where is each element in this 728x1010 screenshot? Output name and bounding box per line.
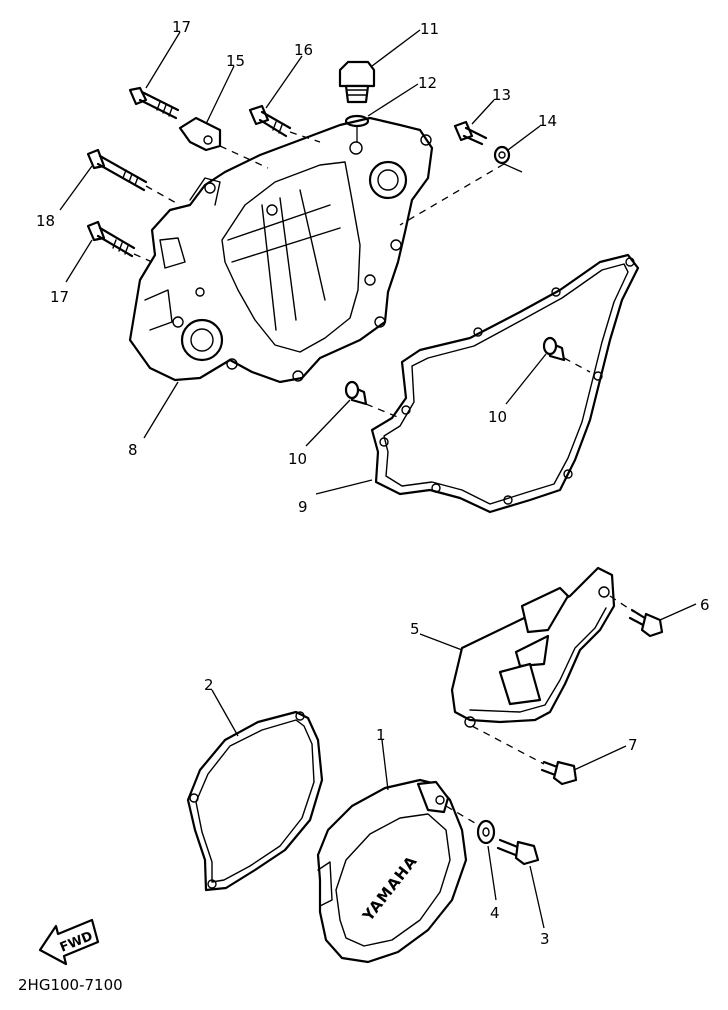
cover-gasket-part-9 [370, 253, 640, 514]
callout-leader [573, 745, 627, 771]
label-part-18: 18 [36, 212, 55, 230]
callout-leader [419, 633, 463, 651]
label-part-5: 5 [410, 620, 420, 638]
callout-leader [471, 99, 495, 125]
label-part-1: 1 [376, 726, 386, 744]
bolt-part-16 [248, 104, 292, 138]
bolt-part-7 [540, 760, 578, 786]
callout-leader [265, 55, 303, 109]
assembly-line [365, 403, 401, 419]
callout-leader [65, 239, 93, 283]
forward-arrow-icon: FWD [38, 918, 100, 966]
label-part-13: 13 [492, 86, 511, 104]
label-part-17-top: 17 [172, 18, 191, 36]
bolt-top-part-17 [128, 86, 180, 120]
callout-leader [143, 381, 179, 439]
bolt-lower-part-17 [86, 220, 136, 258]
label-part-10-upper: 10 [488, 408, 507, 426]
label-part-2: 2 [204, 676, 214, 694]
generator-cover-part-1: YAMAHA [316, 778, 468, 964]
diagram-code: 2HG100-7100 [18, 976, 123, 994]
assembly-line [145, 185, 179, 205]
dowel-pin-upper-part-10 [542, 336, 566, 362]
callout-leader [371, 29, 421, 67]
assembly-line [289, 131, 321, 143]
crankcase-cover-part-8 [128, 116, 434, 384]
dowel-pin-lower-part-10 [344, 380, 368, 406]
label-part-7: 7 [628, 736, 638, 754]
label-part-17-lower: 17 [50, 288, 69, 306]
sprocket-cover-part-5 [450, 566, 616, 728]
callout-leader [659, 603, 697, 621]
generator-cover-gasket-part-2 [186, 710, 324, 892]
label-part-9: 9 [298, 498, 308, 516]
label-part-14: 14 [538, 112, 557, 130]
callout-leader [315, 479, 373, 495]
callout-leader [487, 845, 497, 901]
assembly-line [133, 253, 153, 263]
callout-leader [211, 689, 239, 737]
label-part-12: 12 [418, 74, 437, 92]
bolt-part-18 [86, 148, 148, 192]
label-part-11: 11 [420, 20, 439, 38]
bolt-part-3 [496, 838, 540, 866]
assembly-line [445, 805, 481, 827]
label-part-10-lower: 10 [288, 450, 307, 468]
label-part-8: 8 [128, 441, 138, 459]
label-part-16: 16 [294, 41, 313, 59]
washer-part-4 [476, 819, 496, 845]
callout-leader [381, 739, 389, 791]
assembly-line [471, 725, 545, 765]
label-part-4: 4 [490, 904, 500, 922]
callout-leader [529, 865, 545, 929]
bolt-part-13 [453, 120, 488, 146]
label-part-3: 3 [540, 930, 550, 948]
callout-leader [59, 165, 93, 211]
label-part-6: 6 [700, 596, 710, 614]
hose-clamp-part-15 [178, 116, 222, 152]
oil-filler-plug-part-11 [338, 60, 376, 104]
washer-part-14 [493, 145, 511, 165]
callout-leader [505, 353, 547, 405]
bolt-part-6 [628, 608, 664, 638]
assembly-line [503, 163, 523, 173]
assembly-line [563, 357, 591, 373]
callout-leader [145, 31, 181, 89]
callout-leader [507, 125, 541, 151]
assembly-line [219, 145, 269, 169]
label-part-15: 15 [226, 52, 245, 70]
assembly-line [609, 595, 635, 613]
callout-leader [205, 65, 235, 125]
callout-leader [305, 399, 351, 447]
o-ring-part-12 [344, 114, 370, 128]
callout-leader [367, 83, 419, 117]
